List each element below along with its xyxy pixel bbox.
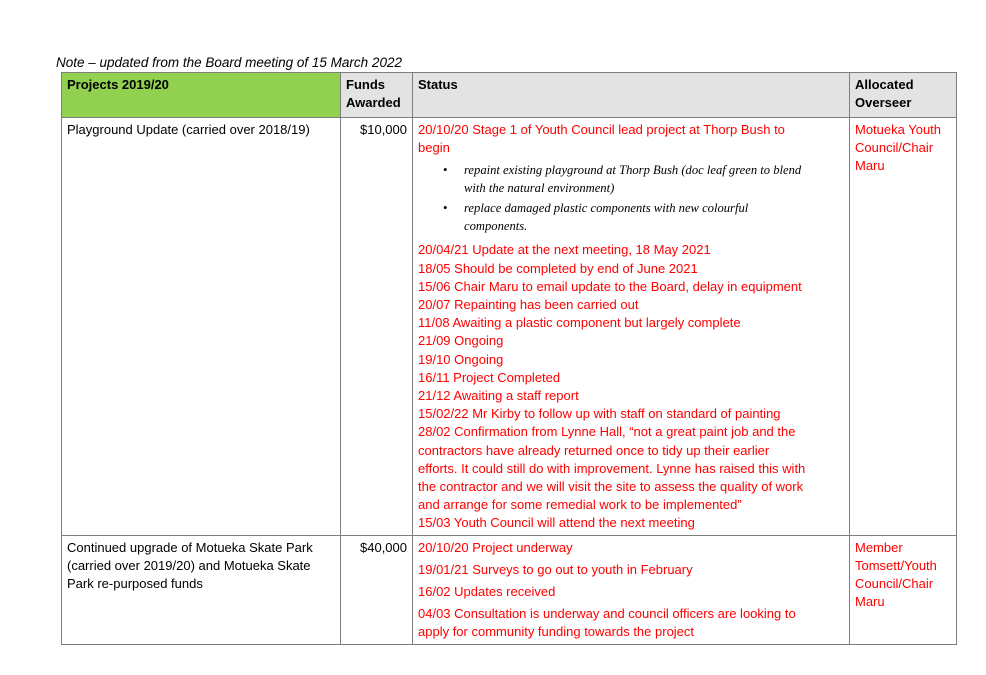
status-line: 20/10/20 Stage 1 of Youth Council lead p… [418, 122, 785, 137]
project-name: Continued upgrade of Motueka Skate Park … [61, 534, 341, 645]
status-bullet: repaint existing playground at Thorp Bus… [443, 161, 844, 197]
funds-awarded: $40,000 [340, 534, 413, 645]
status-line: 16/02 Updates received [418, 584, 556, 600]
status-cell: 20/10/20 Stage 1 of Youth Council lead p… [412, 117, 850, 536]
overseer-cell: Member Tomsett/Youth Council/Chair Maru [849, 534, 957, 645]
status-line: and arrange for some remedial work to be… [418, 497, 742, 513]
status-line: 20/04/21 Update at the next meeting, 18 … [418, 242, 711, 258]
status-line: 20/10/20 Project underway [418, 539, 573, 555]
project-name: Playground Update (carried over 2018/19) [61, 117, 341, 536]
status-line: 18/05 Should be completed by end of June… [418, 260, 698, 276]
status-line: 21/09 Ongoing [418, 333, 504, 349]
table-row: Playground Update (carried over 2018/19)… [61, 117, 957, 536]
status-line: the contractor and we will visit the sit… [418, 479, 804, 495]
status-bullet: replace damaged plastic components with … [443, 199, 844, 235]
status-line: 28/02 Confirmation from Lynne Hall, “not… [418, 424, 796, 440]
status-line: apply for community funding towards the … [418, 624, 695, 640]
status-line: 04/03 Consultation is underway and counc… [418, 606, 796, 622]
status-line: 16/11 Project Completed [418, 369, 561, 385]
status-line: 15/06 Chair Maru to email update to the … [418, 278, 802, 294]
funds-awarded: $10,000 [340, 117, 413, 536]
status-line: 11/08 Awaiting a plastic component but l… [418, 315, 741, 331]
header-projects: Projects 2019/20 [61, 72, 341, 118]
status-bullet-list: repaint existing playground at Thorp Bus… [418, 161, 844, 235]
status-line: efforts. It could still do with improvem… [418, 460, 806, 476]
status-cell: 20/10/20 Project underway 19/01/21 Surve… [412, 534, 850, 645]
status-line: 19/01/21 Surveys to go out to youth in F… [418, 561, 693, 577]
status-line: 15/02/22 Mr Kirby to follow up with staf… [418, 406, 781, 422]
table-row: Continued upgrade of Motueka Skate Park … [61, 534, 957, 645]
status-line: 19/10 Ongoing [418, 351, 504, 367]
status-line: 21/12 Awaiting a staff report [418, 388, 579, 404]
status-line: begin [418, 140, 450, 156]
document-note: Note – updated from the Board meeting of… [56, 55, 402, 70]
overseer-cell: Motueka Youth Council/Chair Maru [849, 117, 957, 536]
status-line: 20/07 Repainting has been carried out [418, 297, 639, 313]
status-line: contractors have already returned once t… [418, 442, 770, 458]
header-status: Status [412, 72, 850, 118]
status-line: 15/03 Youth Council will attend the next… [418, 515, 695, 531]
